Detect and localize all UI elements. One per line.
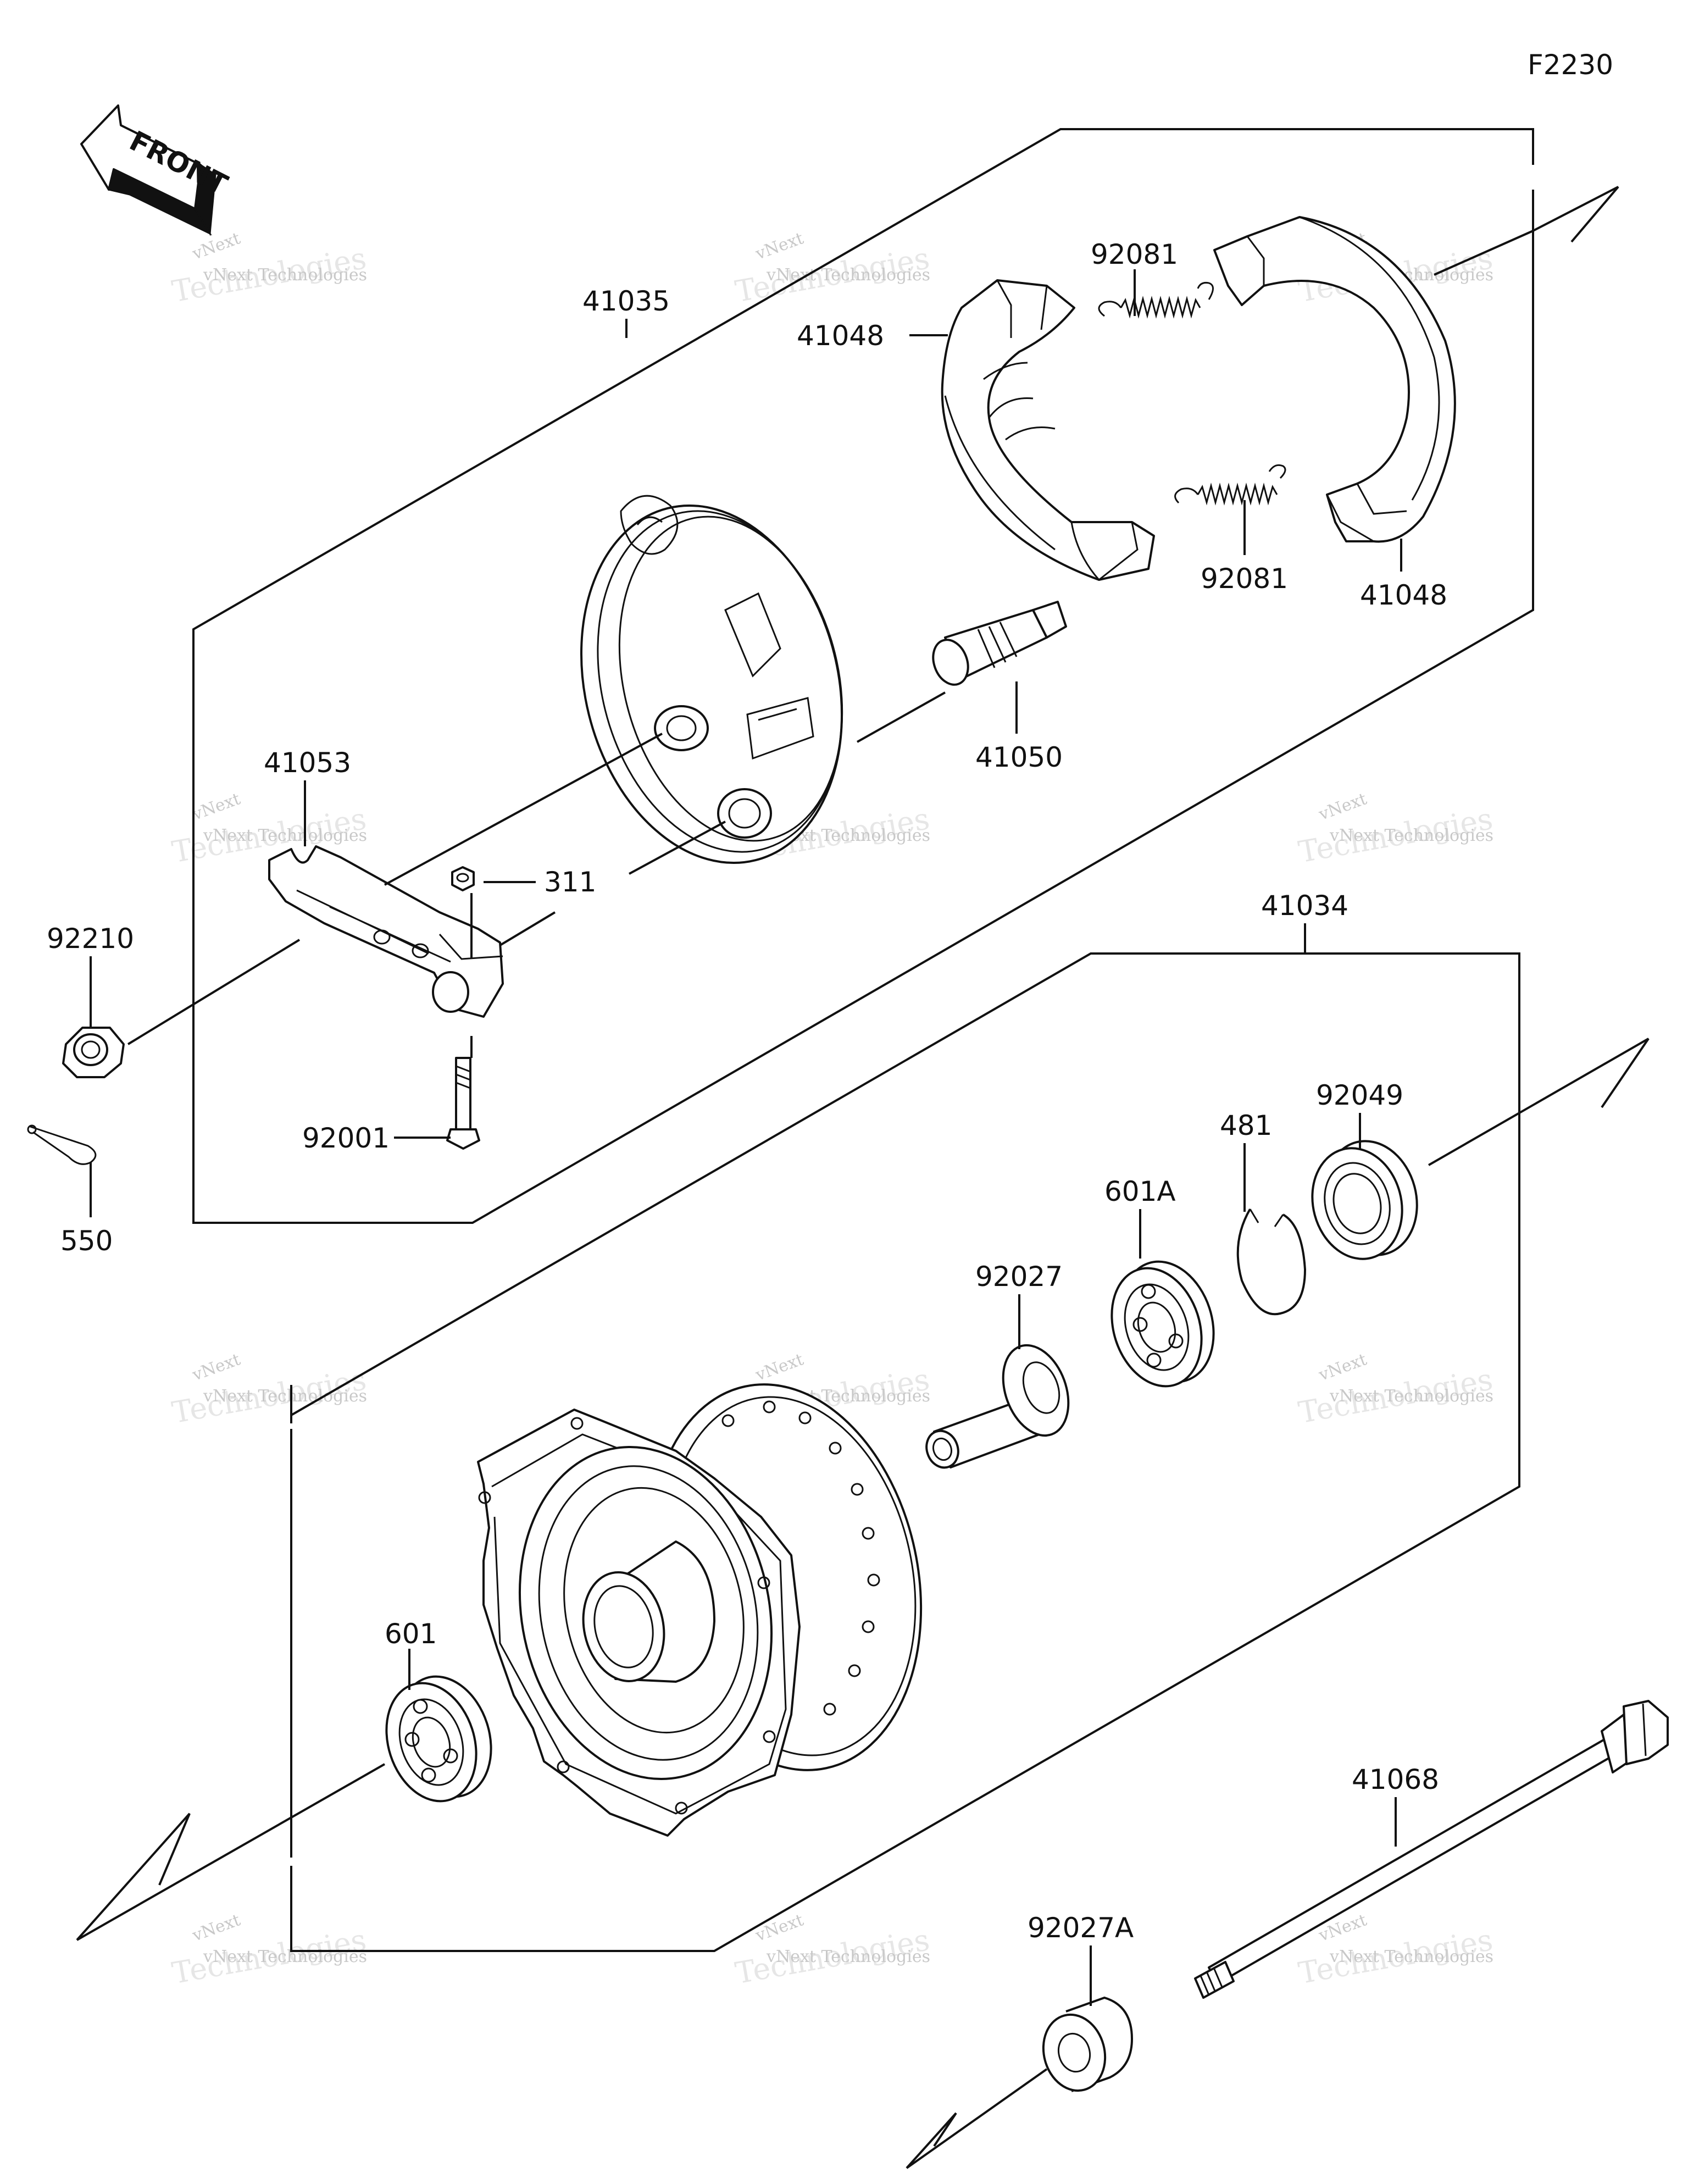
nut-311 [451, 866, 475, 891]
svg-text:vNext: vNext [753, 229, 806, 264]
oil-seal-92049 [1311, 1140, 1418, 1260]
label-92049[interactable]: 92049 [1316, 1079, 1403, 1111]
brake-camshaft [932, 601, 1067, 686]
diagram-code: F2230 [1528, 49, 1613, 81]
return-spring-upper [1098, 282, 1214, 319]
axle-41068 [1194, 1700, 1669, 1999]
assembly-41034-outline [290, 952, 1520, 1952]
bolt-92001 [446, 1057, 480, 1150]
watermark: Technologies vNext vNext Technologies [1296, 1350, 1495, 1430]
label-41048-right[interactable]: 41048 [1360, 579, 1447, 611]
axle-nut-92210 [62, 1027, 125, 1078]
hub-spoke-holes [721, 1400, 880, 1716]
svg-text:vNext Technologies: vNext Technologies [1329, 1387, 1493, 1406]
part-labels: 41035 41048 92081 92081 41048 41050 4105… [47, 239, 1447, 1944]
label-601A[interactable]: 601A [1104, 1176, 1176, 1207]
svg-text:vNext: vNext [753, 1350, 806, 1385]
label-92027A[interactable]: 92027A [1028, 1912, 1134, 1944]
svg-text:vNext Technologies: vNext Technologies [766, 1947, 930, 1966]
brake-shoe-left [941, 279, 1155, 581]
brake-panel [580, 495, 843, 864]
watermark: Technologies vNext vNext Technologies [169, 1350, 369, 1430]
label-550[interactable]: 550 [60, 1225, 113, 1257]
wheel-hub [477, 1383, 923, 1837]
label-41034[interactable]: 41034 [1261, 890, 1348, 922]
watermark: Technologies vNext vNext Technologies [1296, 789, 1495, 869]
label-601[interactable]: 601 [385, 1618, 437, 1650]
label-92001[interactable]: 92001 [302, 1122, 390, 1154]
center-lines [76, 186, 1650, 2169]
label-41053[interactable]: 41053 [264, 747, 351, 779]
label-92081-lower[interactable]: 92081 [1201, 563, 1288, 595]
watermark: Technologies vNext vNext Technologies [732, 229, 932, 309]
svg-text:vNext: vNext [1316, 789, 1369, 824]
label-41068[interactable]: 41068 [1352, 1764, 1439, 1795]
svg-text:vNext: vNext [190, 789, 243, 824]
spacer-92027A [1042, 1997, 1133, 2092]
label-41048-left[interactable]: 41048 [797, 320, 884, 352]
svg-text:vNext: vNext [190, 229, 243, 264]
label-92081-upper[interactable]: 92081 [1091, 239, 1178, 270]
watermark: Technologies vNext vNext Technologies [169, 229, 369, 309]
svg-text:vNext Technologies: vNext Technologies [203, 1387, 367, 1406]
svg-text:vNext: vNext [190, 1350, 243, 1385]
circlip-481 [1236, 1208, 1306, 1316]
brake-shoe-right [1213, 216, 1456, 543]
bearing-601 [385, 1675, 492, 1803]
front-arrow-icon: FRONT [80, 104, 232, 236]
svg-text:vNext Technologies: vNext Technologies [203, 826, 367, 845]
label-92210[interactable]: 92210 [47, 923, 134, 955]
label-311[interactable]: 311 [544, 866, 596, 898]
svg-text:vNext Technologies: vNext Technologies [766, 265, 930, 285]
label-41035[interactable]: 41035 [582, 285, 670, 317]
svg-text:vNext Technologies: vNext Technologies [1329, 826, 1493, 845]
svg-text:vNext: vNext [753, 1910, 806, 1945]
svg-text:vNext: vNext [190, 1910, 243, 1945]
svg-text:vNext: vNext [1316, 1350, 1369, 1385]
assembly-41035-outline [192, 128, 1534, 1224]
label-41050[interactable]: 41050 [975, 741, 1063, 773]
svg-text:vNext Technologies: vNext Technologies [203, 265, 367, 285]
label-481[interactable]: 481 [1220, 1110, 1272, 1141]
leader-lines [90, 269, 1402, 2006]
label-92027[interactable]: 92027 [975, 1261, 1063, 1293]
bearing-601A [1110, 1260, 1215, 1388]
spacer-92027 [925, 1344, 1070, 1469]
svg-text:vNext Technologies: vNext Technologies [1329, 1947, 1493, 1966]
cotter-pin-550 [27, 1124, 97, 1165]
return-spring-lower [1174, 464, 1286, 506]
brake-lever [268, 845, 504, 1018]
